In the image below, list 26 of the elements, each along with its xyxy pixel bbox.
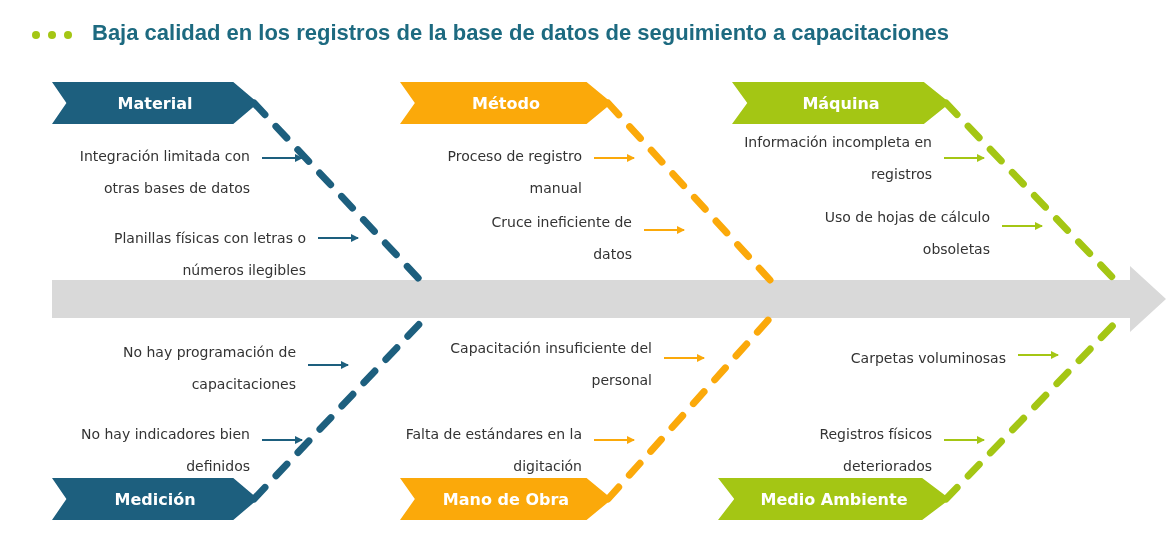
arrow	[1001, 222, 1043, 230]
cause-text: No hay programación de capacitaciones	[116, 336, 296, 400]
category-banner: Medición	[52, 478, 258, 520]
arrow	[1017, 351, 1059, 359]
arrow	[593, 436, 635, 444]
arrow	[943, 154, 985, 162]
arrow	[317, 234, 359, 242]
arrow	[261, 154, 303, 162]
category-banner: Mano de Obra	[400, 478, 612, 520]
arrow	[663, 354, 705, 362]
cause-text: Cruce ineficiente de datos	[462, 206, 632, 270]
cause-text: Planillas físicas con letras o números ilegibles	[76, 222, 306, 286]
cause-text: Información incompleta en registros	[732, 126, 932, 190]
arrow	[943, 436, 985, 444]
arrow	[307, 361, 349, 369]
cause-text: Uso de hojas de cálculo obsoletas	[790, 201, 990, 265]
title: Baja calidad en los registros de la base de datos de seguimiento a capacitaciones	[92, 20, 950, 46]
cause-text: Proceso de registro manual	[422, 140, 582, 204]
category-banner: Material	[52, 82, 258, 124]
category-banner: Método	[400, 82, 612, 124]
cause-text: Integración limitada con otras bases de datos	[50, 140, 250, 204]
arrow	[643, 226, 685, 234]
arrow	[593, 154, 635, 162]
cause-text: Carpetas voluminosas	[786, 342, 1006, 374]
cause-text: Capacitación insuficiente del personal	[447, 332, 652, 396]
arrow	[261, 436, 303, 444]
